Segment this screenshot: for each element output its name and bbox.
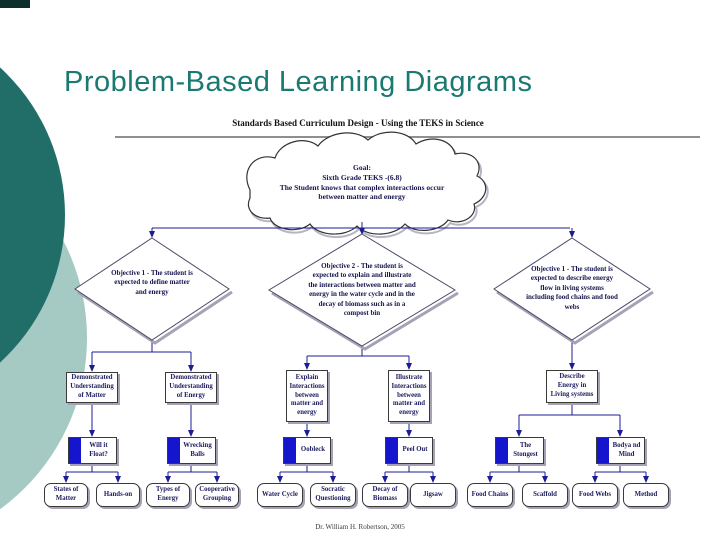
leaf-box-cooperative-grouping: Cooperative Grouping xyxy=(195,483,239,507)
leaf-box-socratic-questioning: Socratic Questioning xyxy=(310,483,356,507)
goal-cloud xyxy=(246,131,489,238)
blue-square-marker xyxy=(284,438,296,463)
activity-label: Bodya nd Mind xyxy=(612,441,641,458)
leaf-box-types-of-energy: Types of Energy xyxy=(146,483,190,507)
objective-diamond-1 xyxy=(74,237,233,345)
diagram-header: Standards Based Curriculum Design - Usin… xyxy=(232,118,484,128)
leaf-box-hands-on: Hands-on xyxy=(96,483,140,507)
activity-label: Will it Float? xyxy=(89,441,108,458)
connector-lines xyxy=(65,222,647,479)
objective-diamond-3 xyxy=(493,237,654,345)
objective-1-text: Objective 1 - The student is expected to… xyxy=(111,269,193,296)
outcome-box-matter: Demonstrated Understanding of Matter xyxy=(66,372,118,403)
activity-label: Oobleck xyxy=(300,446,326,454)
activity-box-oobleck: Oobleck xyxy=(283,437,331,464)
activity-box-wrecking-balls: Wrecking Balls xyxy=(167,437,216,464)
activity-label: Peel Out xyxy=(402,446,428,454)
blue-square-marker xyxy=(597,438,609,463)
leaf-box-method: Method xyxy=(623,483,669,507)
outcome-box-illustrate: Illustrate Interactions between matter a… xyxy=(388,370,430,422)
leaf-box-decay-of-biomass: Decay of Biomass xyxy=(362,483,408,507)
leaf-box-food-chains: Food Chains xyxy=(467,483,513,507)
activity-box-the-stongest: The Stongest xyxy=(495,437,544,464)
objective-diamond-2 xyxy=(268,233,459,351)
objective-2-text: Objective 2 - The student is expected to… xyxy=(308,262,416,318)
blue-square-marker xyxy=(386,438,398,463)
blue-square-marker xyxy=(168,438,180,463)
outcome-box-explain: Explain Interactions between matter and … xyxy=(286,370,328,422)
activity-label: The Stongest xyxy=(513,441,538,458)
footer-credit: Dr. William H. Robertson, 2005 xyxy=(315,523,405,531)
slide-title: Problem-Based Learning Diagrams xyxy=(64,66,533,98)
blue-square-marker xyxy=(69,438,81,463)
corner-accent-block xyxy=(0,0,30,8)
leaf-box-water-cycle: Water Cycle xyxy=(257,483,303,507)
leaf-box-states-of-matter: States of Matter xyxy=(44,483,88,507)
outcome-box-energy: Demonstrated Understanding of Energy xyxy=(165,372,217,403)
activity-box-body-and-mind: Bodya nd Mind xyxy=(596,437,645,464)
leaf-box-jigsaw: Jigsaw xyxy=(410,483,456,507)
blue-square-marker xyxy=(496,438,508,463)
activity-box-peel-out: Peel Out xyxy=(385,437,433,464)
activity-box-will-it-float: Will it Float? xyxy=(68,437,117,464)
objective-3-text: Objective 1 - The student is expected to… xyxy=(526,265,618,311)
goal-cloud-text: Goal: Sixth Grade TEKS -(6.8) The Studen… xyxy=(279,163,445,202)
leaf-box-food-webs: Food Webs xyxy=(572,483,618,507)
leaf-box-scaffold: Scaffold xyxy=(522,483,568,507)
activity-label: Wrecking Balls xyxy=(183,441,212,458)
outcome-box-describe: Describe Energy in Living systems xyxy=(546,370,598,403)
